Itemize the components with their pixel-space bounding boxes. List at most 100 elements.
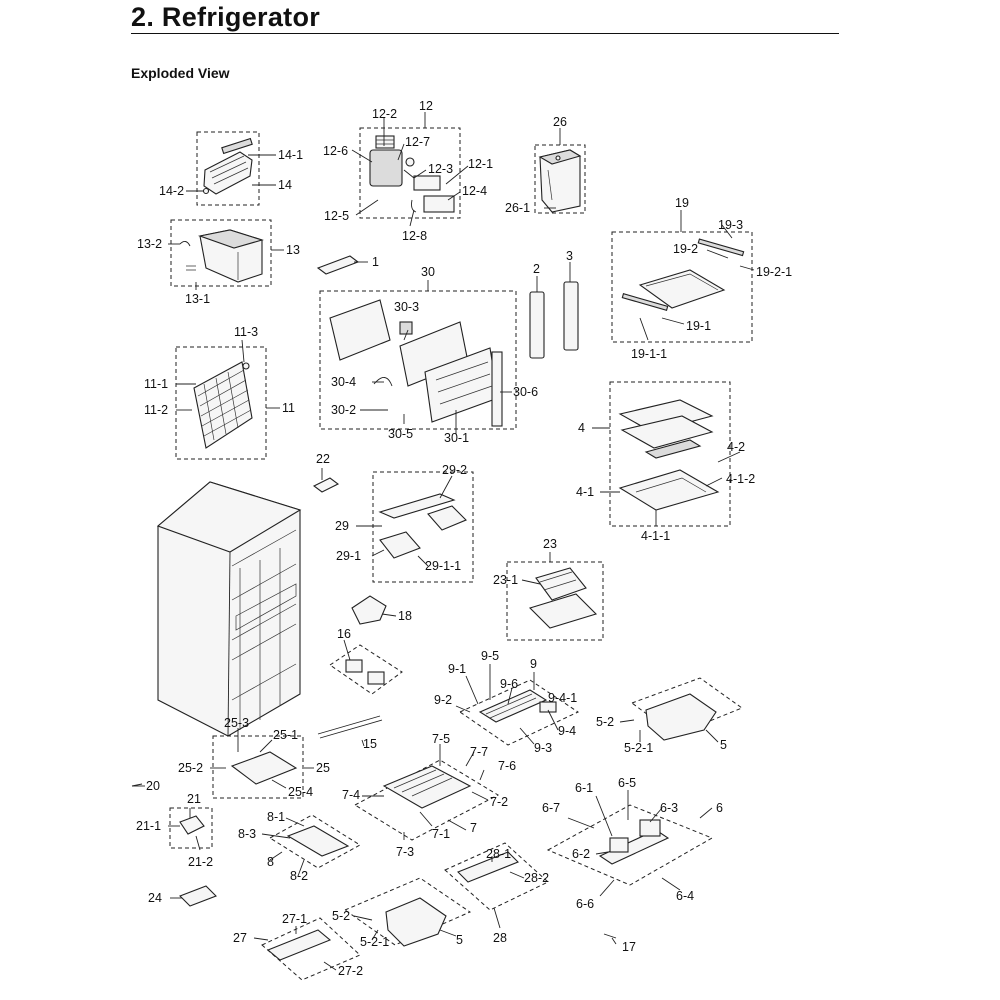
group-box-13 <box>170 219 272 287</box>
crisper-part <box>382 765 472 809</box>
part-labels: 12 12-2 12-7 12-6 12-3 12-1 12-4 12-5 12… <box>136 99 792 978</box>
label-7-1: 7-1 <box>432 827 450 841</box>
panel-part <box>266 929 332 961</box>
label-12-8: 12-8 <box>402 229 427 243</box>
label-6-1: 6-1 <box>575 781 593 795</box>
slide-shelf-part <box>618 399 720 511</box>
small-cover-part <box>312 477 340 493</box>
label-6-7: 6-7 <box>542 801 560 815</box>
label-15: 15 <box>363 737 377 751</box>
label-25-4: 25-4 <box>288 785 313 799</box>
label-8-2: 8-2 <box>290 869 308 883</box>
label-21-1: 21-1 <box>136 819 161 833</box>
glass-shelf-part <box>621 238 745 311</box>
label-29-2: 29-2 <box>442 463 467 477</box>
label-12-1: 12-1 <box>468 157 493 171</box>
label-28-1: 28-1 <box>486 847 511 861</box>
label-23-1: 23-1 <box>493 573 518 587</box>
label-19-3: 19-3 <box>718 218 743 232</box>
label-6-4: 6-4 <box>676 889 694 903</box>
label-19-2: 19-2 <box>673 242 698 256</box>
label-29-1: 29-1 <box>336 549 361 563</box>
group-box-14 <box>196 131 260 206</box>
label-19-1: 19-1 <box>686 319 711 333</box>
label-28-2: 28-2 <box>524 871 549 885</box>
group-box-28 <box>444 842 549 911</box>
label-30-1: 30-1 <box>444 431 469 445</box>
label-7-2: 7-2 <box>490 795 508 809</box>
label-9-5: 9-5 <box>481 649 499 663</box>
cover-assembly-part <box>528 567 598 629</box>
group-box-8 <box>269 814 361 869</box>
label-12: 12 <box>419 99 433 113</box>
label-3: 3 <box>566 249 573 263</box>
crisper-detail <box>393 769 453 797</box>
damper-part <box>345 659 385 685</box>
label-25: 25 <box>316 761 330 775</box>
label-23: 23 <box>543 537 557 551</box>
label-7-4: 7-4 <box>342 788 360 802</box>
rail-part-2 <box>529 291 545 359</box>
label-14: 14 <box>278 178 292 192</box>
label-24: 24 <box>148 891 162 905</box>
label-29-1-1: 29-1-1 <box>425 559 461 573</box>
label-12-3: 12-3 <box>428 162 453 176</box>
rail-part-3 <box>563 281 579 351</box>
label-19-2-1: 19-2-1 <box>756 265 792 279</box>
label-25-1: 25-1 <box>273 728 298 742</box>
label-21-2: 21-2 <box>188 855 213 869</box>
group-box-9 <box>458 679 580 746</box>
label-5-2-1-upper: 5-2-1 <box>624 741 653 755</box>
label-7-3: 7-3 <box>396 845 414 859</box>
label-26-1: 26-1 <box>505 201 530 215</box>
label-28: 28 <box>493 931 507 945</box>
section-subtitle: Exploded View <box>131 65 230 81</box>
label-4: 4 <box>578 421 585 435</box>
label-7-7: 7-7 <box>470 745 488 759</box>
control-assembly-part <box>478 689 557 723</box>
group-box-5-lower <box>343 877 472 946</box>
label-26: 26 <box>553 115 567 129</box>
screw-part <box>603 933 617 939</box>
label-13-1: 13-1 <box>185 292 210 306</box>
title-underline <box>131 33 839 34</box>
label-12-7: 12-7 <box>405 135 430 149</box>
label-7-6: 7-6 <box>498 759 516 773</box>
label-29: 29 <box>335 519 349 533</box>
label-8: 8 <box>267 855 274 869</box>
duct-part <box>351 595 387 625</box>
label-30-2: 30-2 <box>331 403 356 417</box>
label-7-5: 7-5 <box>432 732 450 746</box>
drawer-part-lower <box>385 897 447 947</box>
label-22: 22 <box>316 452 330 466</box>
label-13-2: 13-2 <box>137 237 162 251</box>
label-6-6: 6-6 <box>576 897 594 911</box>
label-30: 30 <box>421 265 435 279</box>
group-box-11 <box>175 346 267 460</box>
label-6-5: 6-5 <box>618 776 636 790</box>
slide-rail-part <box>286 825 350 857</box>
ice-bucket-part <box>538 149 582 213</box>
clip-part <box>316 255 360 275</box>
evaporator-part <box>193 361 253 449</box>
label-9: 9 <box>530 657 537 671</box>
group-box-21 <box>169 807 213 849</box>
sensor-part <box>179 815 205 835</box>
bracket-part <box>179 885 217 907</box>
diagonal-group-boxes <box>261 644 744 981</box>
label-9-4: 9-4 <box>558 724 576 738</box>
label-12-5: 12-5 <box>324 209 349 223</box>
label-12-6: 12-6 <box>323 144 348 158</box>
label-14-2: 14-2 <box>159 184 184 198</box>
label-4-1-2: 4-1-2 <box>726 472 755 486</box>
rod-part <box>317 715 383 739</box>
label-6: 6 <box>716 801 723 815</box>
label-13: 13 <box>286 243 300 257</box>
label-5-2-lower: 5-2 <box>332 909 350 923</box>
group-box-29 <box>372 471 474 583</box>
trays-part <box>378 493 467 559</box>
label-1: 1 <box>372 255 379 269</box>
group-box-12 <box>359 127 461 219</box>
label-5-upper: 5 <box>720 738 727 752</box>
label-25-2: 25-2 <box>178 761 203 775</box>
